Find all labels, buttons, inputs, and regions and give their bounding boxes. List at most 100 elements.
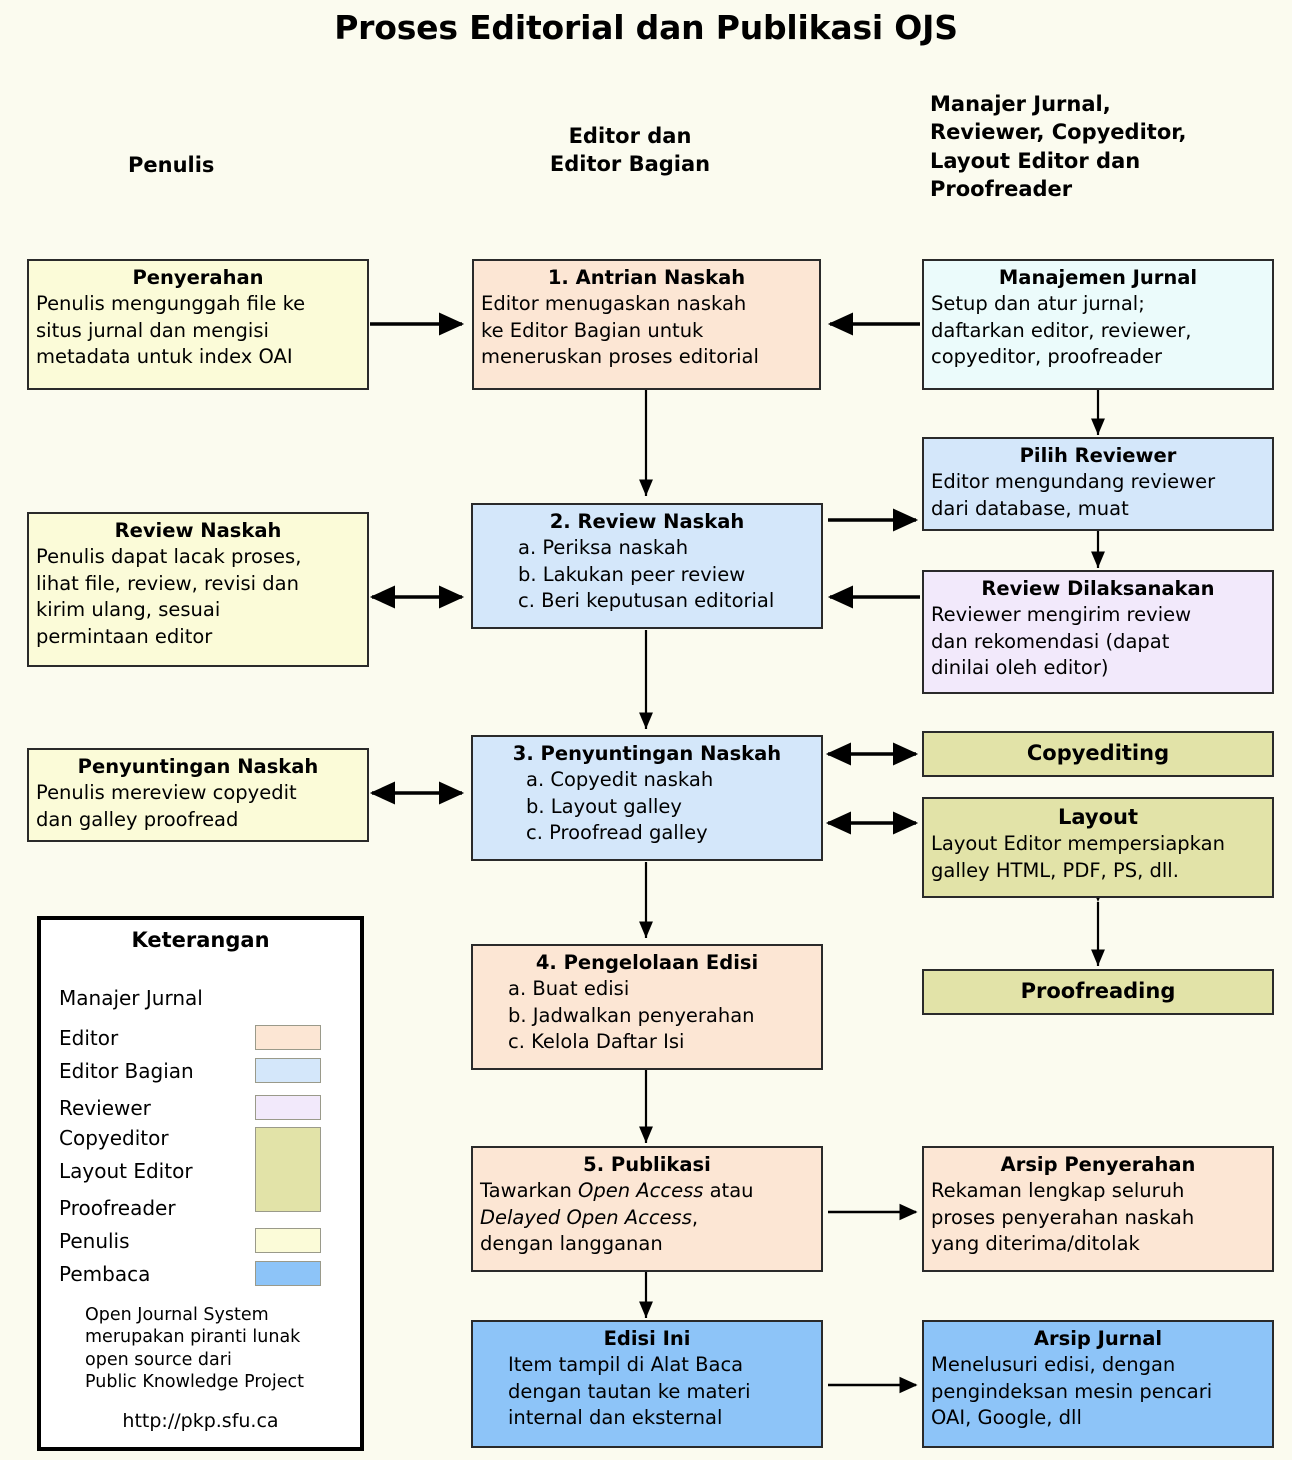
box-arsip-penyerahan[interactable]: Arsip Penyerahan Rekaman lengkap seluruh…	[922, 1146, 1274, 1272]
box-penyerahan-line1: Penulis mengunggah file ke	[36, 292, 306, 316]
box-manajemen-jurnal-line2: daftarkan editor, reviewer,	[931, 318, 1192, 342]
legend-note: Open Journal System merupakan piranti lu…	[85, 1304, 304, 1394]
box-review-naskah-item-b: b. Lakukan peer review	[518, 562, 746, 586]
column-header-manajer-line2: Reviewer, Copyeditor,	[930, 120, 1187, 145]
legend-item-manajer-jurnal: Manajer Jurnal	[59, 986, 203, 1010]
legend-swatch-editor	[255, 1025, 321, 1050]
box-antrian-naskah[interactable]: 1. Antrian Naskah Editor menugaskan nask…	[472, 259, 821, 390]
box-edisi-ini[interactable]: Edisi Ini Item tampil di Alat Baca denga…	[471, 1320, 823, 1448]
box-copyediting[interactable]: Copyediting	[922, 731, 1274, 777]
box-pengelolaan-edisi-title: 4. Pengelolaan Edisi	[535, 951, 759, 974]
box-review-naskah-penulis-line4: permintaan editor	[36, 624, 213, 648]
legend-panel: Keterangan Manajer Jurnal Editor Editor …	[37, 916, 364, 1451]
box-review-naskah-item-c: c. Beri keputusan editorial	[518, 589, 775, 613]
column-header-editor-line1: Editor dan	[568, 124, 692, 148]
column-header-penulis: Penulis	[128, 151, 214, 179]
box-manajemen-jurnal-line3: copyeditor, proofreader	[931, 345, 1162, 369]
box-review-naskah-penulis-title: Review Naskah	[114, 519, 282, 542]
box-penyerahan-line2: situs jurnal dan mengisi	[36, 318, 269, 342]
box-publikasi-line2-post: ,	[691, 1205, 699, 1229]
box-layout[interactable]: Layout Layout Editor mempersiapkan galle…	[922, 797, 1274, 898]
box-antrian-naskah-title: 1. Antrian Naskah	[547, 266, 746, 289]
legend-url[interactable]: http://pkp.sfu.ca	[122, 1410, 279, 1432]
box-manajemen-jurnal-title: Manajemen Jurnal	[998, 266, 1198, 289]
box-publikasi[interactable]: 5. Publikasi Tawarkan Open Access atau D…	[471, 1146, 823, 1272]
box-review-naskah[interactable]: 2. Review Naskah a. Periksa naskah b. La…	[471, 503, 823, 629]
box-manajemen-jurnal-line1: Setup dan atur jurnal;	[931, 292, 1145, 316]
box-arsip-jurnal-line3: OAI, Google, dll	[931, 1406, 1082, 1430]
column-header-editor: Editor dan Editor Bagian	[520, 122, 740, 179]
box-pengelolaan-edisi-item-c: c. Kelola Daftar Isi	[508, 1030, 685, 1054]
box-penyerahan[interactable]: Penyerahan Penulis mengunggah file ke si…	[27, 259, 369, 390]
box-pengelolaan-edisi-item-b: b. Jadwalkan penyerahan	[508, 1003, 755, 1027]
box-edisi-ini-line2: dengan tautan ke materi	[508, 1379, 751, 1403]
box-penyerahan-line3: metadata untuk index OAI	[36, 345, 293, 369]
box-review-dilaksanakan-line2: dan rekomendasi (dapat	[931, 629, 1170, 653]
box-antrian-naskah-line2: ke Editor Bagian untuk	[481, 318, 704, 342]
box-arsip-jurnal-line2: pengindeksan mesin pencari	[931, 1379, 1213, 1403]
box-pilih-reviewer[interactable]: Pilih Reviewer Editor mengundang reviewe…	[922, 437, 1274, 531]
box-edisi-ini-title: Edisi Ini	[603, 1327, 691, 1350]
box-review-naskah-penulis-line3: kirim ulang, sesuai	[36, 598, 221, 622]
box-arsip-penyerahan-title: Arsip Penyerahan	[1000, 1153, 1196, 1176]
box-penyuntingan-naskah[interactable]: 3. Penyuntingan Naskah a. Copyedit naska…	[471, 735, 823, 861]
box-penyuntingan-naskah-item-c: c. Proofread galley	[526, 821, 708, 845]
box-layout-title: Layout	[1057, 805, 1138, 829]
column-header-manajer-line4: Proofreader	[930, 177, 1073, 202]
column-header-penulis-line1: Penulis	[128, 153, 215, 177]
legend-item-editor: Editor	[59, 1026, 119, 1050]
box-penyerahan-title: Penyerahan	[132, 266, 264, 289]
box-review-dilaksanakan[interactable]: Review Dilaksanakan Reviewer mengirim re…	[922, 570, 1274, 694]
box-antrian-naskah-line1: Editor menugaskan naskah	[481, 292, 747, 316]
box-publikasi-line1: Tawarkan Open Access atau	[480, 1178, 814, 1204]
box-pengelolaan-edisi-item-a: a. Buat edisi	[508, 977, 630, 1001]
column-header-manajer-line1: Manajer Jurnal,	[930, 92, 1111, 116]
box-arsip-jurnal-title: Arsip Jurnal	[1033, 1327, 1163, 1350]
box-penyuntingan-naskah-title: 3. Penyuntingan Naskah	[512, 742, 782, 765]
box-publikasi-line1-pre: Tawarkan	[480, 1179, 579, 1203]
box-review-dilaksanakan-line3: dinilai oleh editor)	[931, 656, 1109, 680]
box-review-naskah-penulis-line1: Penulis dapat lacak proses,	[36, 545, 302, 569]
box-review-dilaksanakan-line1: Reviewer mengirim review	[931, 603, 1192, 627]
legend-note-line4: Public Knowledge Project	[85, 1372, 304, 1393]
legend-note-line2: merupakan piranti lunak	[85, 1327, 301, 1348]
box-penyuntingan-naskah-penulis-line2: dan galley proofread	[36, 807, 239, 831]
box-edisi-ini-line1: Item tampil di Alat Baca	[508, 1353, 744, 1377]
legend-note-line3: open source dari	[85, 1349, 232, 1370]
legend-item-penulis: Penulis	[59, 1229, 130, 1253]
box-pilih-reviewer-title: Pilih Reviewer	[1019, 444, 1177, 467]
box-arsip-jurnal[interactable]: Arsip Jurnal Menelusuri edisi, dengan pe…	[922, 1320, 1274, 1448]
box-proofreading-title: Proofreading	[1020, 979, 1176, 1004]
box-arsip-penyerahan-line1: Rekaman lengkap seluruh	[931, 1179, 1185, 1203]
box-pengelolaan-edisi[interactable]: 4. Pengelolaan Edisi a. Buat edisi b. Ja…	[471, 944, 823, 1070]
box-publikasi-title: 5. Publikasi	[583, 1153, 711, 1176]
legend-swatch-penulis	[255, 1228, 321, 1253]
box-manajemen-jurnal[interactable]: Manajemen Jurnal Setup dan atur jurnal; …	[922, 259, 1274, 390]
column-header-manajer: Manajer Jurnal, Reviewer, Copyeditor, La…	[930, 90, 1187, 203]
box-penyuntingan-naskah-item-b: b. Layout galley	[526, 794, 682, 818]
box-edisi-ini-line3: internal dan eksternal	[508, 1406, 723, 1430]
legend-swatch-pembaca	[255, 1261, 321, 1286]
box-publikasi-line2: Delayed Open Access,	[480, 1205, 814, 1231]
box-pilih-reviewer-line2: dari database, muat	[931, 496, 1129, 520]
legend-swatch-editor-bagian	[255, 1058, 321, 1083]
box-copyediting-title: Copyediting	[1026, 741, 1170, 766]
box-arsip-penyerahan-line2: proses penyerahan naskah	[931, 1205, 1195, 1229]
box-penyuntingan-naskah-penulis-line1: Penulis mereview copyedit	[36, 781, 297, 805]
box-review-naskah-penulis[interactable]: Review Naskah Penulis dapat lacak proses…	[27, 512, 369, 667]
box-layout-line2: galley HTML, PDF, PS, dll.	[931, 858, 1179, 882]
box-proofreading[interactable]: Proofreading	[922, 969, 1274, 1015]
legend-swatch-reviewer	[255, 1095, 321, 1120]
box-penyuntingan-naskah-penulis-title: Penyuntingan Naskah	[77, 755, 319, 778]
box-review-naskah-penulis-line2: lihat file, review, revisi dan	[36, 571, 299, 595]
legend-item-proofreader: Proofreader	[59, 1196, 176, 1220]
page-title: Proses Editorial dan Publikasi OJS	[334, 8, 958, 47]
legend-item-reviewer: Reviewer	[59, 1096, 151, 1120]
box-penyuntingan-naskah-penulis[interactable]: Penyuntingan Naskah Penulis mereview cop…	[27, 748, 369, 842]
legend-item-layout-editor: Layout Editor	[59, 1159, 193, 1183]
box-publikasi-line3: dengan langganan	[480, 1232, 663, 1256]
box-review-naskah-item-a: a. Periksa naskah	[518, 536, 689, 560]
box-antrian-naskah-line3: meneruskan proses editorial	[481, 345, 759, 369]
box-review-dilaksanakan-title: Review Dilaksanakan	[981, 577, 1215, 600]
